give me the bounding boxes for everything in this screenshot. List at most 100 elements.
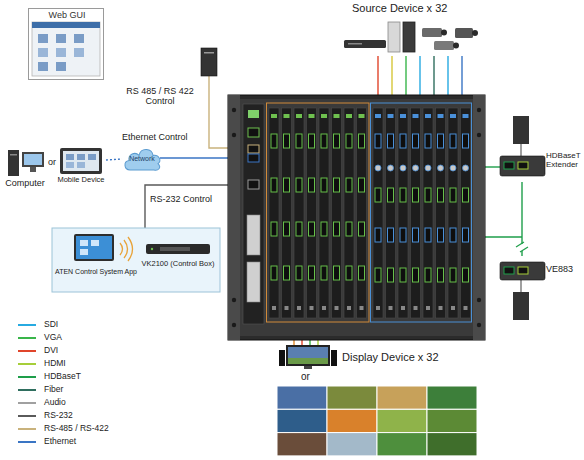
output-card	[344, 108, 354, 318]
callout-label: RS 485 / RS 422 Control	[118, 86, 202, 107]
callout-label: or	[301, 371, 319, 383]
legend-entry: HDMI	[18, 357, 109, 370]
control-port	[248, 145, 259, 153]
camera-lens	[472, 30, 478, 36]
legend-label: Ethernet	[44, 436, 76, 446]
control-box-device	[146, 244, 210, 254]
control-app: ATEN Control System App	[54, 232, 138, 288]
control-panel-frame	[52, 228, 220, 292]
pc-tower	[513, 116, 529, 144]
rack-ear	[473, 95, 485, 340]
pc-monitor	[22, 152, 44, 167]
break-slash	[516, 242, 524, 247]
device-panel	[160, 247, 190, 251]
break-gap	[515, 244, 529, 251]
legend-label: Fiber	[44, 384, 63, 394]
device-wire	[520, 280, 521, 292]
monitor-body	[286, 345, 330, 366]
pc-tower	[513, 292, 529, 320]
mobile-body	[60, 148, 102, 174]
chassis-body	[228, 95, 485, 340]
legend-label: HDBaseT	[44, 371, 81, 381]
mobile-icon	[77, 162, 85, 168]
gui-icon	[38, 34, 48, 43]
video-wall-tile	[277, 433, 327, 456]
rack-hole	[477, 298, 481, 302]
node-label: Mobile Device	[56, 176, 106, 184]
pc-screen	[24, 154, 42, 165]
extender-device	[500, 156, 545, 176]
gui-icon	[74, 48, 84, 57]
ve883-port	[518, 267, 528, 274]
legend-label: HDMI	[44, 358, 66, 368]
mobile-icon	[66, 154, 74, 160]
node-label: Network	[122, 155, 162, 163]
legend-swatch	[18, 363, 36, 365]
extender-port	[518, 162, 528, 169]
signal-wires	[145, 56, 522, 346]
video-wall-tile	[377, 409, 427, 432]
mobile-icon	[66, 162, 74, 168]
source-wire	[447, 56, 448, 98]
camera	[455, 28, 473, 38]
legend-label: RS-485 / RS-422	[44, 423, 109, 433]
control-panel	[52, 228, 220, 292]
video-wall-tile	[427, 409, 477, 432]
video-wall-tile	[327, 409, 377, 432]
video-wall-tile	[377, 386, 427, 409]
tablet-tile	[80, 240, 88, 246]
gui-header	[32, 22, 100, 28]
legend-swatch	[18, 324, 36, 326]
video-wall-tile	[277, 386, 327, 409]
callout-label: RS-232 Control	[150, 194, 234, 204]
speaker	[279, 350, 285, 366]
input-card	[411, 108, 421, 318]
video-wall	[277, 386, 477, 456]
input-card	[423, 108, 433, 318]
break-slash	[520, 247, 528, 252]
video-wall-tile	[377, 433, 427, 456]
gui-icon	[56, 62, 66, 71]
source-wire	[377, 56, 378, 98]
ve883-device: VE883	[498, 256, 584, 286]
client-devices	[8, 148, 102, 176]
output-card	[294, 108, 304, 318]
legend-swatch	[18, 389, 36, 391]
video-wall-tile	[427, 386, 477, 409]
legend-entry: RS-232	[18, 409, 109, 422]
camera-lens	[453, 43, 459, 49]
video-wall-tile	[427, 433, 477, 456]
hdbaset-extender: HDBaseT Extender	[498, 150, 584, 182]
pc-tower	[388, 22, 400, 52]
gui-icon	[38, 62, 48, 71]
legend: SDIVGADVIHDMIHDBaseTFiberAudioRS-232RS-4…	[18, 318, 109, 448]
gui-icon	[56, 34, 66, 43]
gui-icon	[38, 48, 48, 57]
input-card	[461, 108, 471, 318]
legend-swatch	[18, 402, 36, 404]
video-wall-tile	[327, 386, 377, 409]
device-led	[151, 248, 153, 250]
gui-window	[32, 22, 100, 76]
pc-tower	[201, 48, 217, 76]
monitor-screen-field	[288, 358, 328, 364]
output-group-frame	[267, 103, 370, 322]
power-module	[247, 215, 260, 255]
legend-entry: Ethernet	[18, 435, 109, 448]
node-label: VK2100 (Control Box)	[140, 260, 216, 268]
legend-entry: Fiber	[18, 383, 109, 396]
camera	[434, 41, 454, 50]
input-card	[436, 108, 446, 318]
source-wire	[433, 56, 434, 98]
gui-icon	[56, 48, 66, 57]
pc-tower	[403, 22, 415, 52]
control-port	[248, 180, 259, 189]
connector	[521, 182, 522, 256]
disc-player	[344, 40, 386, 48]
legend-label: RS-232	[44, 410, 73, 420]
pc-drive	[10, 154, 17, 156]
legend-swatch	[18, 376, 36, 378]
